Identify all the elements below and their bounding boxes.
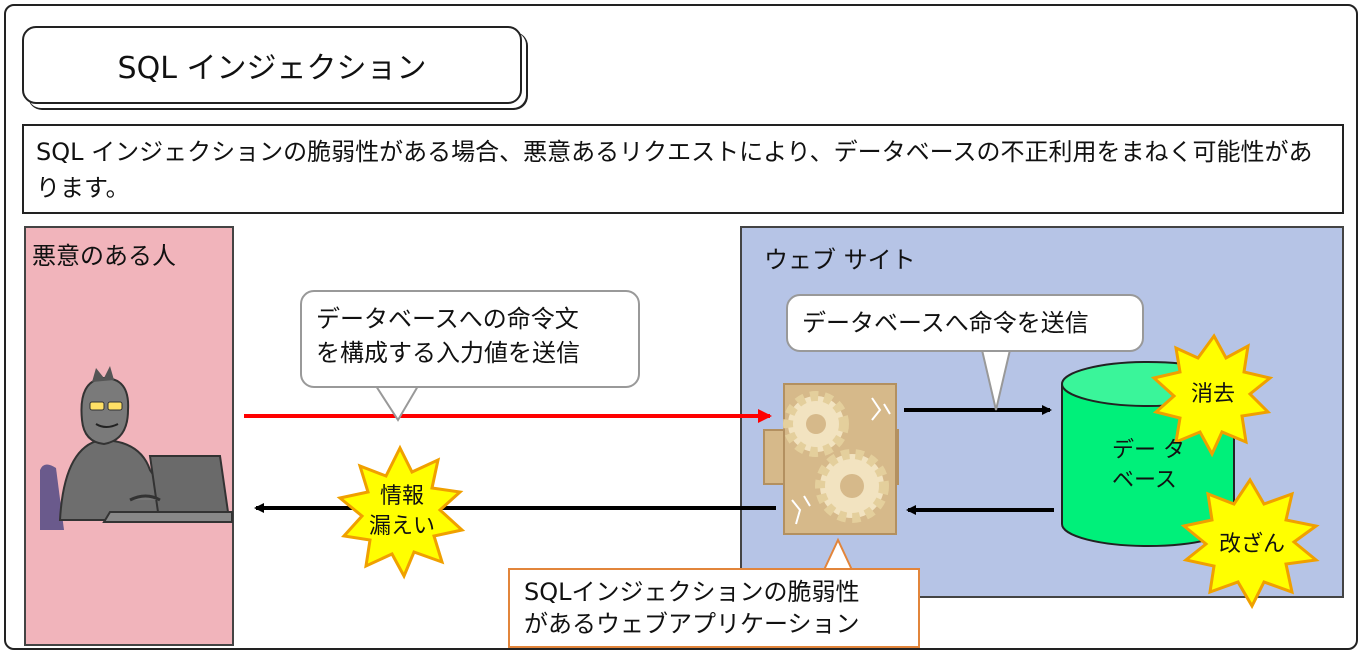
send-command-bubble: データベースへ命令を送信	[786, 294, 1144, 352]
laptop-icon	[102, 455, 233, 523]
burst-icon	[336, 444, 466, 580]
info-leak-line-1: 情報	[379, 484, 424, 509]
gears-icon	[763, 383, 899, 535]
attacker-label: 悪意のある人	[32, 242, 176, 270]
burst-icon	[1150, 333, 1274, 458]
vulnerable-app-line-1: SQLインジェクションの脆弱性	[524, 578, 860, 606]
diagram-title: SQL インジェクション	[22, 26, 522, 104]
database-label: デー タ ベース	[1112, 436, 1185, 496]
attacker-panel: 悪意のある人	[24, 226, 234, 646]
tamper-label: 改ざん	[1218, 532, 1285, 557]
info-leak-label: 情報 漏えい	[362, 482, 442, 542]
delete-label: 消去	[1190, 382, 1235, 407]
send-input-line-1: データベースへの命令文	[316, 305, 579, 333]
database-label-line-2: ベース	[1112, 468, 1177, 493]
send-command-text: データベースへ命令を送信	[802, 309, 1089, 337]
website-label: ウェブ サイト	[764, 246, 916, 274]
send-input-line-2: を構成する入力値を送信	[316, 339, 580, 367]
command-bubble-tail	[981, 349, 1011, 411]
info-leak-line-2: 漏えい	[368, 514, 435, 539]
hacker-icon	[40, 366, 172, 530]
vulnerable-app-line-2: があるウェブアプリケーション	[524, 610, 860, 638]
description: SQL インジェクションの脆弱性がある場合、悪意あるリクエストにより、データベー…	[22, 124, 1344, 214]
send-input-bubble: データベースへの命令文 を構成する入力値を送信	[300, 290, 640, 388]
burst-icon	[1180, 477, 1320, 610]
vulnerable-app-bubble: SQLインジェクションの脆弱性 があるウェブアプリケーション	[508, 568, 920, 648]
database-label-line-1: デー タ	[1112, 438, 1185, 463]
input-bubble-tail	[375, 385, 419, 422]
app-bubble-tail	[823, 537, 853, 571]
